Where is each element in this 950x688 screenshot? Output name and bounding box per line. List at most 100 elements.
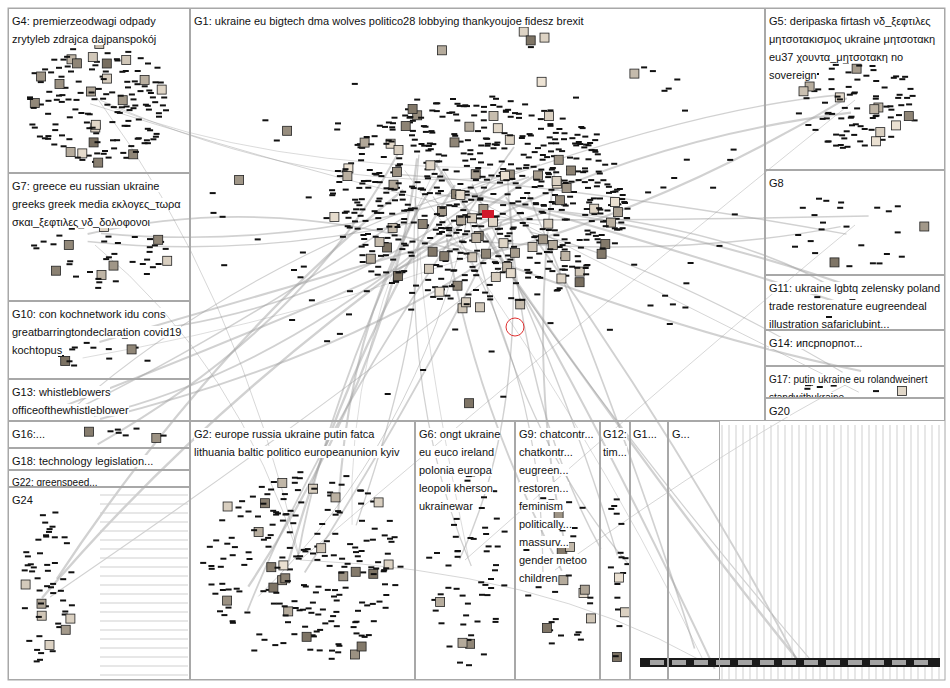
vertex-dash bbox=[580, 507, 586, 509]
vertex-dash bbox=[828, 78, 834, 80]
vertex-dash bbox=[526, 156, 532, 158]
vertex-dash bbox=[327, 565, 333, 567]
vertex-dash bbox=[586, 201, 592, 203]
vertex-dash bbox=[471, 114, 477, 116]
vertex-dash bbox=[886, 210, 892, 212]
vertex-dash bbox=[355, 555, 361, 557]
vertex-dash bbox=[399, 194, 405, 196]
tie-curve bbox=[42, 172, 540, 598]
group-label: G11: ukraine lgbtq zelensky poland trade… bbox=[769, 282, 940, 330]
vertex-dash bbox=[527, 197, 533, 199]
vertex-dash bbox=[353, 551, 359, 553]
vertex-dash bbox=[95, 141, 101, 143]
vertex-dash bbox=[351, 212, 357, 214]
vertex-dash bbox=[297, 471, 303, 473]
vertex-dash bbox=[538, 118, 544, 120]
vertex-dash bbox=[385, 237, 391, 239]
vertex-dash bbox=[73, 276, 79, 278]
vertex-avatar bbox=[87, 87, 96, 96]
vertex-dash bbox=[683, 282, 689, 284]
vertex-dash bbox=[613, 655, 619, 657]
vertex-dash bbox=[423, 126, 429, 128]
vertex-dash bbox=[547, 136, 553, 138]
vertex-dash bbox=[487, 284, 493, 286]
vertex-dash bbox=[462, 201, 468, 203]
vertex-dash bbox=[614, 583, 620, 585]
group-column-line bbox=[792, 425, 793, 680]
vertex-dash bbox=[497, 228, 503, 230]
group-column-line bbox=[848, 425, 849, 680]
vertex-dash bbox=[481, 106, 487, 108]
vertex-dash bbox=[68, 71, 74, 73]
vertex-avatar bbox=[440, 252, 449, 261]
vertex-avatar bbox=[140, 75, 149, 84]
vertex-dash bbox=[378, 175, 384, 177]
vertex-dash bbox=[118, 95, 124, 97]
vertex-dash bbox=[209, 584, 215, 586]
vertex-dash bbox=[492, 261, 498, 263]
vertex-dash bbox=[46, 531, 52, 533]
vertex-avatar bbox=[102, 59, 111, 68]
vertex-dash bbox=[474, 250, 480, 252]
vertex-dash bbox=[287, 547, 293, 549]
vertex-dash bbox=[572, 527, 578, 529]
vertex-dash bbox=[848, 117, 854, 119]
vertex-dash bbox=[569, 137, 575, 139]
group-label: G... bbox=[672, 428, 690, 440]
vertex-dash bbox=[548, 142, 554, 144]
vertex-dash bbox=[387, 538, 393, 540]
vertex-dash bbox=[136, 137, 142, 139]
vertex-dash bbox=[395, 165, 401, 167]
vertex-dash bbox=[548, 125, 554, 127]
vertex-dash bbox=[516, 168, 522, 170]
group-label: G13: whistleblowers officeofthewhistlebl… bbox=[12, 386, 129, 416]
vertex-dash bbox=[457, 105, 463, 107]
vertex-dash bbox=[543, 192, 549, 194]
vertex-dash bbox=[569, 266, 575, 268]
vertex-dash bbox=[410, 241, 416, 243]
vertex-dash bbox=[293, 515, 299, 517]
vertex-dash bbox=[70, 48, 76, 50]
vertex-dash bbox=[37, 590, 43, 592]
vertex-dash bbox=[377, 601, 383, 603]
vertex-dash bbox=[562, 265, 568, 267]
vertex-dash bbox=[497, 182, 503, 184]
vertex-dash bbox=[219, 583, 225, 585]
vertex-dash bbox=[46, 100, 52, 102]
vertex-avatar bbox=[614, 208, 623, 217]
vertex-dash bbox=[485, 594, 491, 596]
vertex-dash bbox=[464, 303, 470, 305]
vertex-dash bbox=[352, 83, 358, 85]
vertex-dash bbox=[557, 287, 563, 289]
vertex-dash bbox=[285, 621, 291, 623]
vertex-dash bbox=[796, 112, 802, 114]
vertex-dash bbox=[540, 159, 546, 161]
vertex-dash bbox=[495, 546, 501, 548]
vertex-dash bbox=[365, 180, 371, 182]
vertex-dash bbox=[52, 562, 58, 564]
vertex-dash bbox=[145, 360, 151, 362]
vertex-dash bbox=[412, 139, 418, 141]
vertex-dash bbox=[409, 255, 415, 257]
vertex-dash bbox=[488, 587, 494, 589]
group-label: G5: deripaska firtash νδ_ξεφτιλες μητσοτ… bbox=[769, 15, 935, 81]
vertex-avatar bbox=[575, 278, 584, 287]
vertex-dash bbox=[41, 241, 47, 243]
vertex-avatar bbox=[61, 625, 70, 634]
vertex-dash bbox=[33, 247, 39, 249]
row-line bbox=[100, 495, 188, 496]
vertex-avatar bbox=[615, 573, 624, 582]
vertex-dash bbox=[123, 434, 129, 436]
vertex-dash bbox=[600, 247, 606, 249]
vertex-dash bbox=[48, 71, 54, 73]
vertex-dash bbox=[360, 254, 366, 256]
vertex-avatar bbox=[235, 176, 244, 185]
vertex-avatar bbox=[437, 46, 446, 55]
group-box: G1: ukraine eu bigtech dma wolves politi… bbox=[190, 8, 765, 421]
vertex-avatar bbox=[428, 247, 437, 256]
vertex-dash bbox=[604, 183, 610, 185]
vertex-dash bbox=[325, 509, 331, 511]
vertex-dash bbox=[283, 513, 289, 515]
group-label: G14: ипсрпорпот... bbox=[769, 337, 863, 349]
vertex-dash bbox=[906, 103, 912, 105]
